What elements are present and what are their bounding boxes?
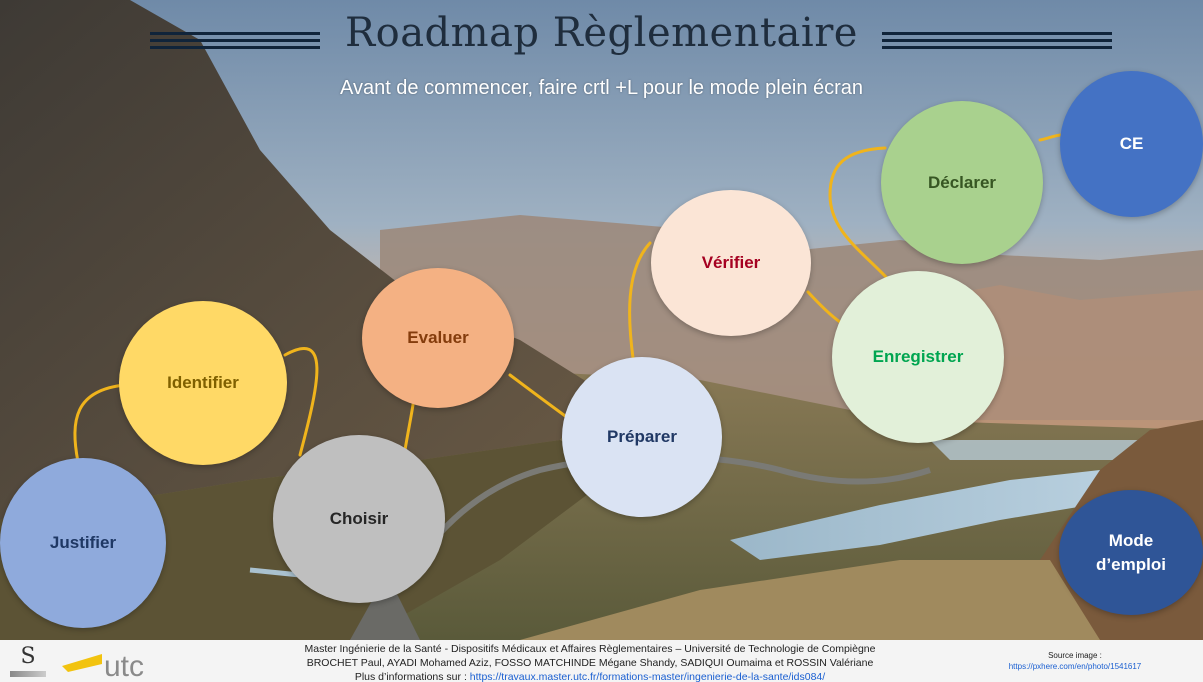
footer-line-3: Plus d’informations sur : https://travau… xyxy=(240,670,940,682)
image-source: Source image : https://pxhere.com/en/pho… xyxy=(975,650,1175,672)
node-verifier[interactable]: Vérifier xyxy=(651,190,811,336)
node-declarer-label: Déclarer xyxy=(927,172,997,192)
node-justifier-label: Justifier xyxy=(49,533,117,552)
node-evaluer-label: Evaluer xyxy=(407,328,469,347)
source-link[interactable]: https://pxhere.com/en/photo/1541617 xyxy=(1008,662,1142,671)
node-justifier[interactable]: Justifier xyxy=(0,458,166,628)
mode-emploi-line1: Mode xyxy=(1108,530,1154,550)
node-declarer[interactable]: Déclarer xyxy=(881,101,1043,264)
title-decoration-left xyxy=(150,32,320,54)
page-title: Roadmap Règlementaire xyxy=(345,10,858,56)
mode-emploi-label: Mode d’emploi xyxy=(1096,529,1166,577)
footer: S utc Master Ingénierie de la Santé - Di… xyxy=(0,640,1203,682)
node-enregistrer[interactable]: Enregistrer xyxy=(832,271,1004,443)
subtitle: Avant de commencer, faire crtl +L pour l… xyxy=(339,77,864,99)
footer-line-1: Master Ingénierie de la Santé - Disposit… xyxy=(304,643,876,655)
node-evaluer[interactable]: Evaluer xyxy=(362,268,514,408)
footer-credits: Master Ingénierie de la Santé - Disposit… xyxy=(240,642,940,682)
node-choisir-label: Choisir xyxy=(329,509,389,528)
title-decoration-right xyxy=(882,32,1112,54)
node-choisir[interactable]: Choisir xyxy=(273,435,445,603)
footer-line-2: BROCHET Paul, AYADI Mohamed Aziz, FOSSO … xyxy=(306,657,874,669)
node-ce[interactable]: CE xyxy=(1060,71,1203,217)
node-identifier[interactable]: Identifier xyxy=(119,301,287,465)
footer-info-link[interactable]: https://travaux.master.utc.fr/formations… xyxy=(469,671,826,682)
utc-logo-text: utc xyxy=(104,650,144,680)
mode-emploi-line2: d’emploi xyxy=(1096,554,1166,574)
node-preparer-label: Préparer xyxy=(607,427,677,446)
sorbonne-logo-letter: S xyxy=(20,644,36,669)
mode-emploi-button[interactable]: Mode d’emploi xyxy=(1059,490,1203,615)
node-enregistrer-label: Enregistrer xyxy=(872,347,964,366)
node-verifier-label: Vérifier xyxy=(701,253,761,272)
node-ce-label: CE xyxy=(1119,134,1144,153)
title-area: Roadmap Règlementaire xyxy=(0,10,1203,56)
sorbonne-logo: S xyxy=(10,644,46,680)
node-identifier-label: Identifier xyxy=(167,373,239,392)
node-preparer[interactable]: Préparer xyxy=(562,357,722,517)
source-label: Source image : xyxy=(1048,651,1102,660)
footer-line-3-prefix: Plus d’informations sur : xyxy=(354,671,470,682)
utc-logo: utc xyxy=(62,650,144,680)
